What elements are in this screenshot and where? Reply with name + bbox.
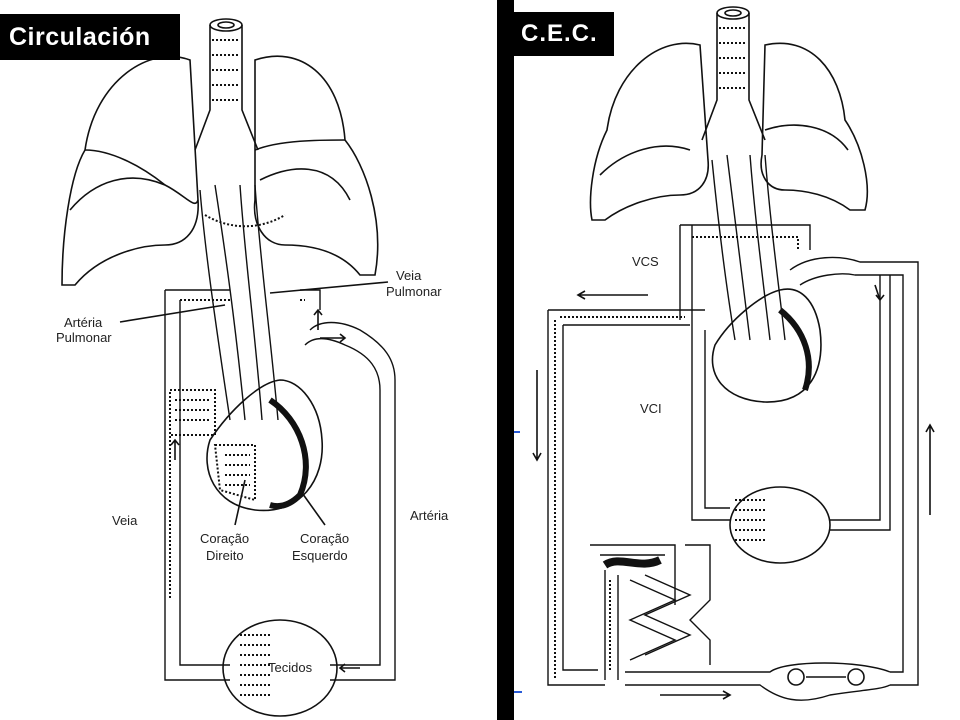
label-coracao-esquerdo-2: Esquerdo [292, 548, 348, 563]
venous-line [547, 309, 705, 686]
heart [169, 379, 323, 512]
reservoir [590, 544, 711, 680]
title-cec: C.E.C. [512, 12, 614, 56]
flow-arrows [532, 284, 935, 700]
cannula-frame [679, 224, 811, 320]
label-veia-pulmonar-1: Veia [396, 268, 422, 283]
trachea [194, 18, 259, 151]
label-coracao-direito-2: Direito [206, 548, 244, 563]
left-lung [589, 42, 709, 221]
extracorporeal-circulation-panel: VCS VCI [514, 0, 960, 720]
pulmonary-vessels [711, 154, 786, 341]
label-leaders [119, 281, 389, 526]
label-veia: Veia [112, 513, 138, 528]
label-veia-pulmonar-2: Pulmonar [386, 284, 442, 299]
extracorporeal-circulation-drawing: VCS VCI [514, 6, 935, 701]
title-circulacion: Circulación [0, 14, 180, 60]
label-vcs: VCS [632, 254, 659, 269]
flow-arrows [170, 308, 360, 673]
label-arteria-pulmonar-2: Pulmonar [56, 330, 112, 345]
label-vci: VCI [640, 401, 662, 416]
label-arteria: Artéria [410, 508, 449, 523]
panel-divider [497, 0, 514, 720]
label-coracao-direito-1: Coração [200, 531, 249, 546]
natural-circulation-drawing: Artéria Pulmonar Veia Pulmonar Veia Arté… [56, 18, 449, 717]
natural-circulation-panel: Artéria Pulmonar Veia Pulmonar Veia Arté… [56, 18, 449, 717]
heart [711, 288, 822, 403]
label-tecidos: Tecidos [268, 660, 313, 675]
right-lung [760, 42, 869, 211]
left-lung [61, 55, 199, 286]
circulation-loop [164, 289, 396, 681]
label-arteria-pulmonar-1: Artéria [64, 315, 103, 330]
oxygenator [691, 275, 891, 564]
right-lung [253, 55, 379, 276]
pump [625, 662, 891, 701]
tissues-organ [222, 619, 338, 717]
pulmonary-vessels [199, 184, 286, 421]
trachea [701, 6, 766, 141]
arterial-line [789, 256, 919, 686]
label-coracao-esquerdo-1: Coração [300, 531, 349, 546]
